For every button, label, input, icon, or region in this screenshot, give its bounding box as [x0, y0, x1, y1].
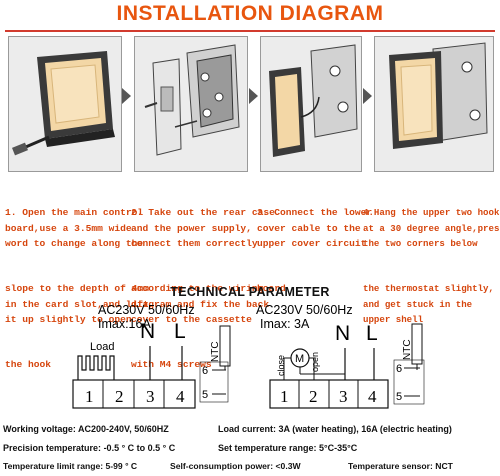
step-3-illustration — [260, 36, 362, 172]
technical-parameter-title: TECHNICAL PARAMETER — [170, 285, 330, 299]
cover-cable-icon — [269, 44, 358, 157]
left-current: Imax:16A — [98, 317, 151, 331]
right-terminal-2: 2 — [309, 387, 318, 406]
left-ntc-5: 5 — [202, 389, 208, 401]
wall-box-icon — [144, 44, 240, 156]
right-terminal-3: 3 — [339, 387, 348, 406]
wiring-diagrams: AC230V 50/60Hz Imax:16A Load N L 1 2 3 4… — [72, 303, 425, 409]
right-voltage: AC230V 50/60Hz — [256, 303, 353, 317]
left-voltage: AC230V 50/60Hz — [98, 303, 195, 317]
step-4-illustration — [374, 36, 494, 172]
arrow-right-icon — [249, 88, 258, 104]
right-terminal-1: 1 — [280, 387, 289, 406]
open-label: open — [310, 352, 320, 372]
title-divider — [5, 30, 495, 32]
right-ntc-sensor-icon — [411, 323, 423, 365]
right-ntc-5: 5 — [396, 391, 402, 403]
load-label: Load — [90, 341, 114, 353]
left-n-label: N — [140, 320, 155, 343]
right-current: Imax: 3A — [260, 317, 310, 331]
motor-label: M — [295, 353, 304, 365]
page-title: INSTALLATION DIAGRAM — [116, 2, 384, 25]
load-heater-icon — [77, 355, 115, 380]
left-wiring-diagram: AC230V 50/60Hz Imax:16A Load N L 1 2 3 4… — [72, 303, 231, 409]
left-l-label: L — [174, 320, 186, 343]
left-ntc-sensor-icon — [219, 325, 231, 367]
left-terminal-3: 3 — [146, 387, 155, 406]
step-2-illustration — [134, 36, 248, 172]
left-terminal-2: 2 — [115, 387, 124, 406]
spec-sensor: Temperature sensor: NCT — [348, 461, 453, 471]
left-terminal-1: 1 — [85, 387, 94, 406]
arrow-right-icon — [122, 88, 131, 104]
thermostat-open-icon — [12, 51, 115, 156]
left-ntc-label: NTC — [210, 341, 221, 362]
spec-working-voltage: Working voltage: AC200-240V, 50/60HZ — [3, 424, 169, 434]
spec-precision: Precision temperature: -0.5 ° C to 0.5 °… — [3, 443, 176, 453]
right-ntc-6: 6 — [396, 363, 402, 375]
left-terminal-4: 4 — [176, 387, 185, 406]
right-n-label: N — [335, 322, 350, 345]
left-ntc-6: 6 — [202, 365, 208, 377]
spec-limit-range: Temperature limit range: 5-99 ° C — [3, 461, 138, 471]
mounted-thermostat-icon — [389, 42, 488, 149]
spec-load-current: Load current: 3A (water heating), 16A (e… — [218, 424, 452, 434]
right-wiring-diagram: AC230V 50/60Hz Imax: 3A N L M close open… — [256, 303, 425, 409]
right-l-label: L — [366, 322, 378, 345]
step-1-illustration — [8, 36, 122, 172]
right-ntc-label: NTC — [402, 339, 413, 360]
arrow-right-icon — [363, 88, 372, 104]
right-terminal-4: 4 — [368, 387, 377, 406]
spec-set-range: Set temperature range: 5°C-35°C — [218, 443, 358, 453]
spec-consumption: Self-consumption power: <0.3W — [170, 461, 301, 471]
close-label: close — [276, 355, 286, 376]
